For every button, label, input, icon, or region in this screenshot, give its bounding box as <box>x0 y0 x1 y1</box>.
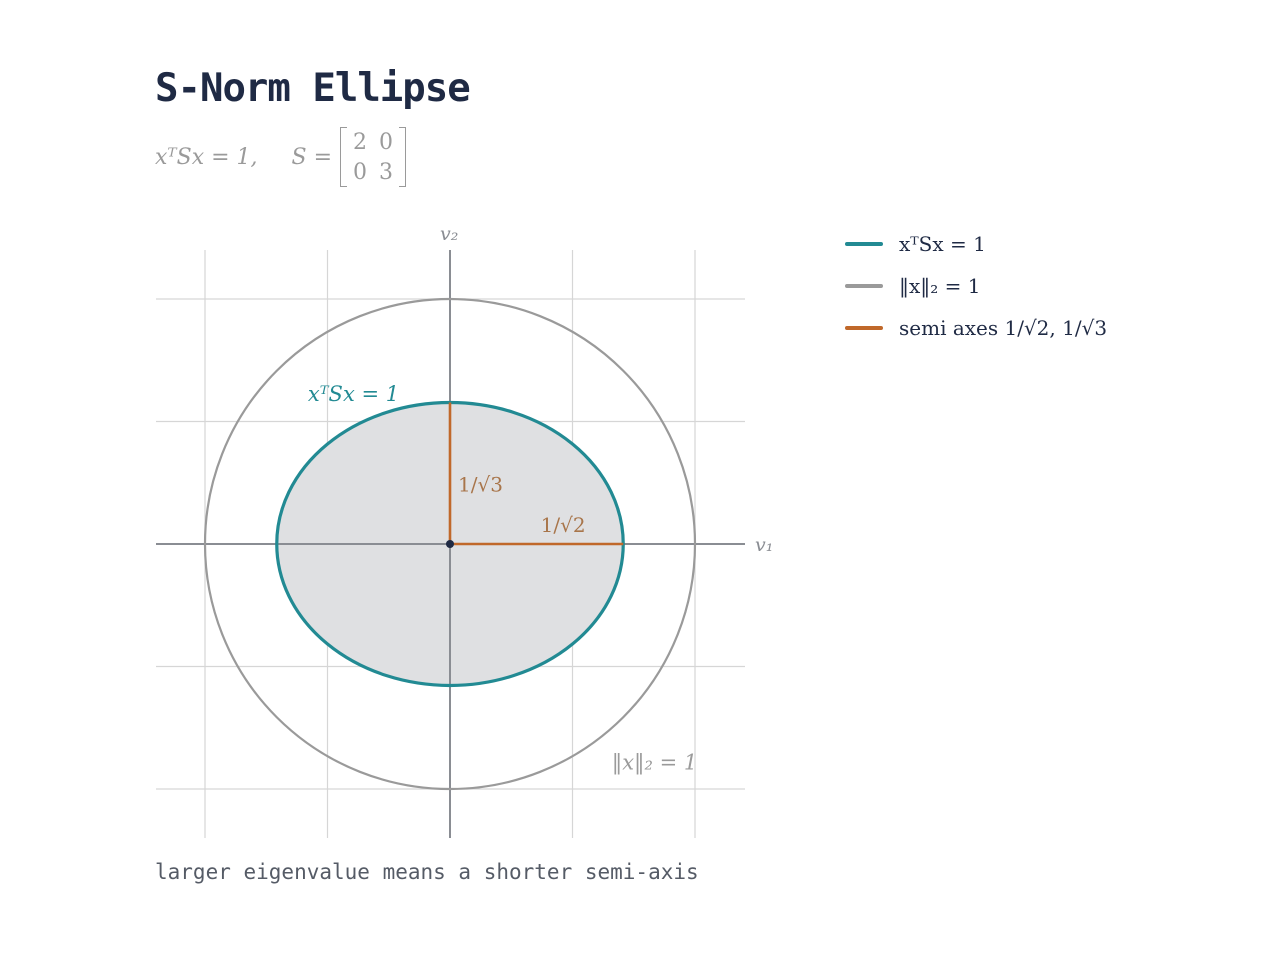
legend-swatch-ellipse <box>845 242 883 246</box>
legend: xᵀSx = 1 ‖x‖₂ = 1 semi axes 1/√2, 1/√3 <box>845 224 1107 350</box>
caption: larger eigenvalue means a shorter semi-a… <box>155 860 699 884</box>
matrix-entry: 2 <box>353 129 368 155</box>
legend-item-circle: ‖x‖₂ = 1 <box>845 266 1107 306</box>
matrix-entry: 0 <box>379 129 394 155</box>
subtitle-matrix-label: S = <box>291 144 333 170</box>
subtitle-equation: xᵀSx = 1, S = 2 0 0 3 <box>155 122 407 192</box>
origin-point <box>446 540 454 548</box>
subtitle-equation-text: xᵀSx = 1, <box>155 144 258 170</box>
ellipse-label: xᵀSx = 1 <box>308 382 399 406</box>
axis-label-v1: v₁ <box>755 534 773 556</box>
page-title: S-Norm Ellipse <box>155 66 471 111</box>
matrix-entries: 2 0 0 3 <box>347 127 399 187</box>
legend-item-semi-axes: semi axes 1/√2, 1/√3 <box>845 308 1107 348</box>
legend-label-semi-axes: semi axes 1/√2, 1/√3 <box>899 316 1108 340</box>
matrix-entry: 0 <box>353 159 368 185</box>
matrix-s: 2 0 0 3 <box>340 127 407 187</box>
circle-label: ‖x‖₂ = 1 <box>612 750 698 775</box>
axis-label-v2: v₂ <box>440 223 458 245</box>
matrix-right-bracket <box>399 127 407 187</box>
matrix-left-bracket <box>340 127 348 187</box>
legend-label-ellipse: xᵀSx = 1 <box>899 232 986 256</box>
legend-swatch-circle <box>845 284 883 288</box>
legend-item-ellipse: xᵀSx = 1 <box>845 224 1107 264</box>
legend-swatch-semi-axes <box>845 326 883 330</box>
semi-axis-label-y: 1/√3 <box>458 472 503 496</box>
matrix-entry: 3 <box>379 159 394 185</box>
unit-circle <box>203 297 697 791</box>
semi-axis-label-x: 1/√2 <box>541 513 586 537</box>
legend-label-circle: ‖x‖₂ = 1 <box>899 274 981 298</box>
